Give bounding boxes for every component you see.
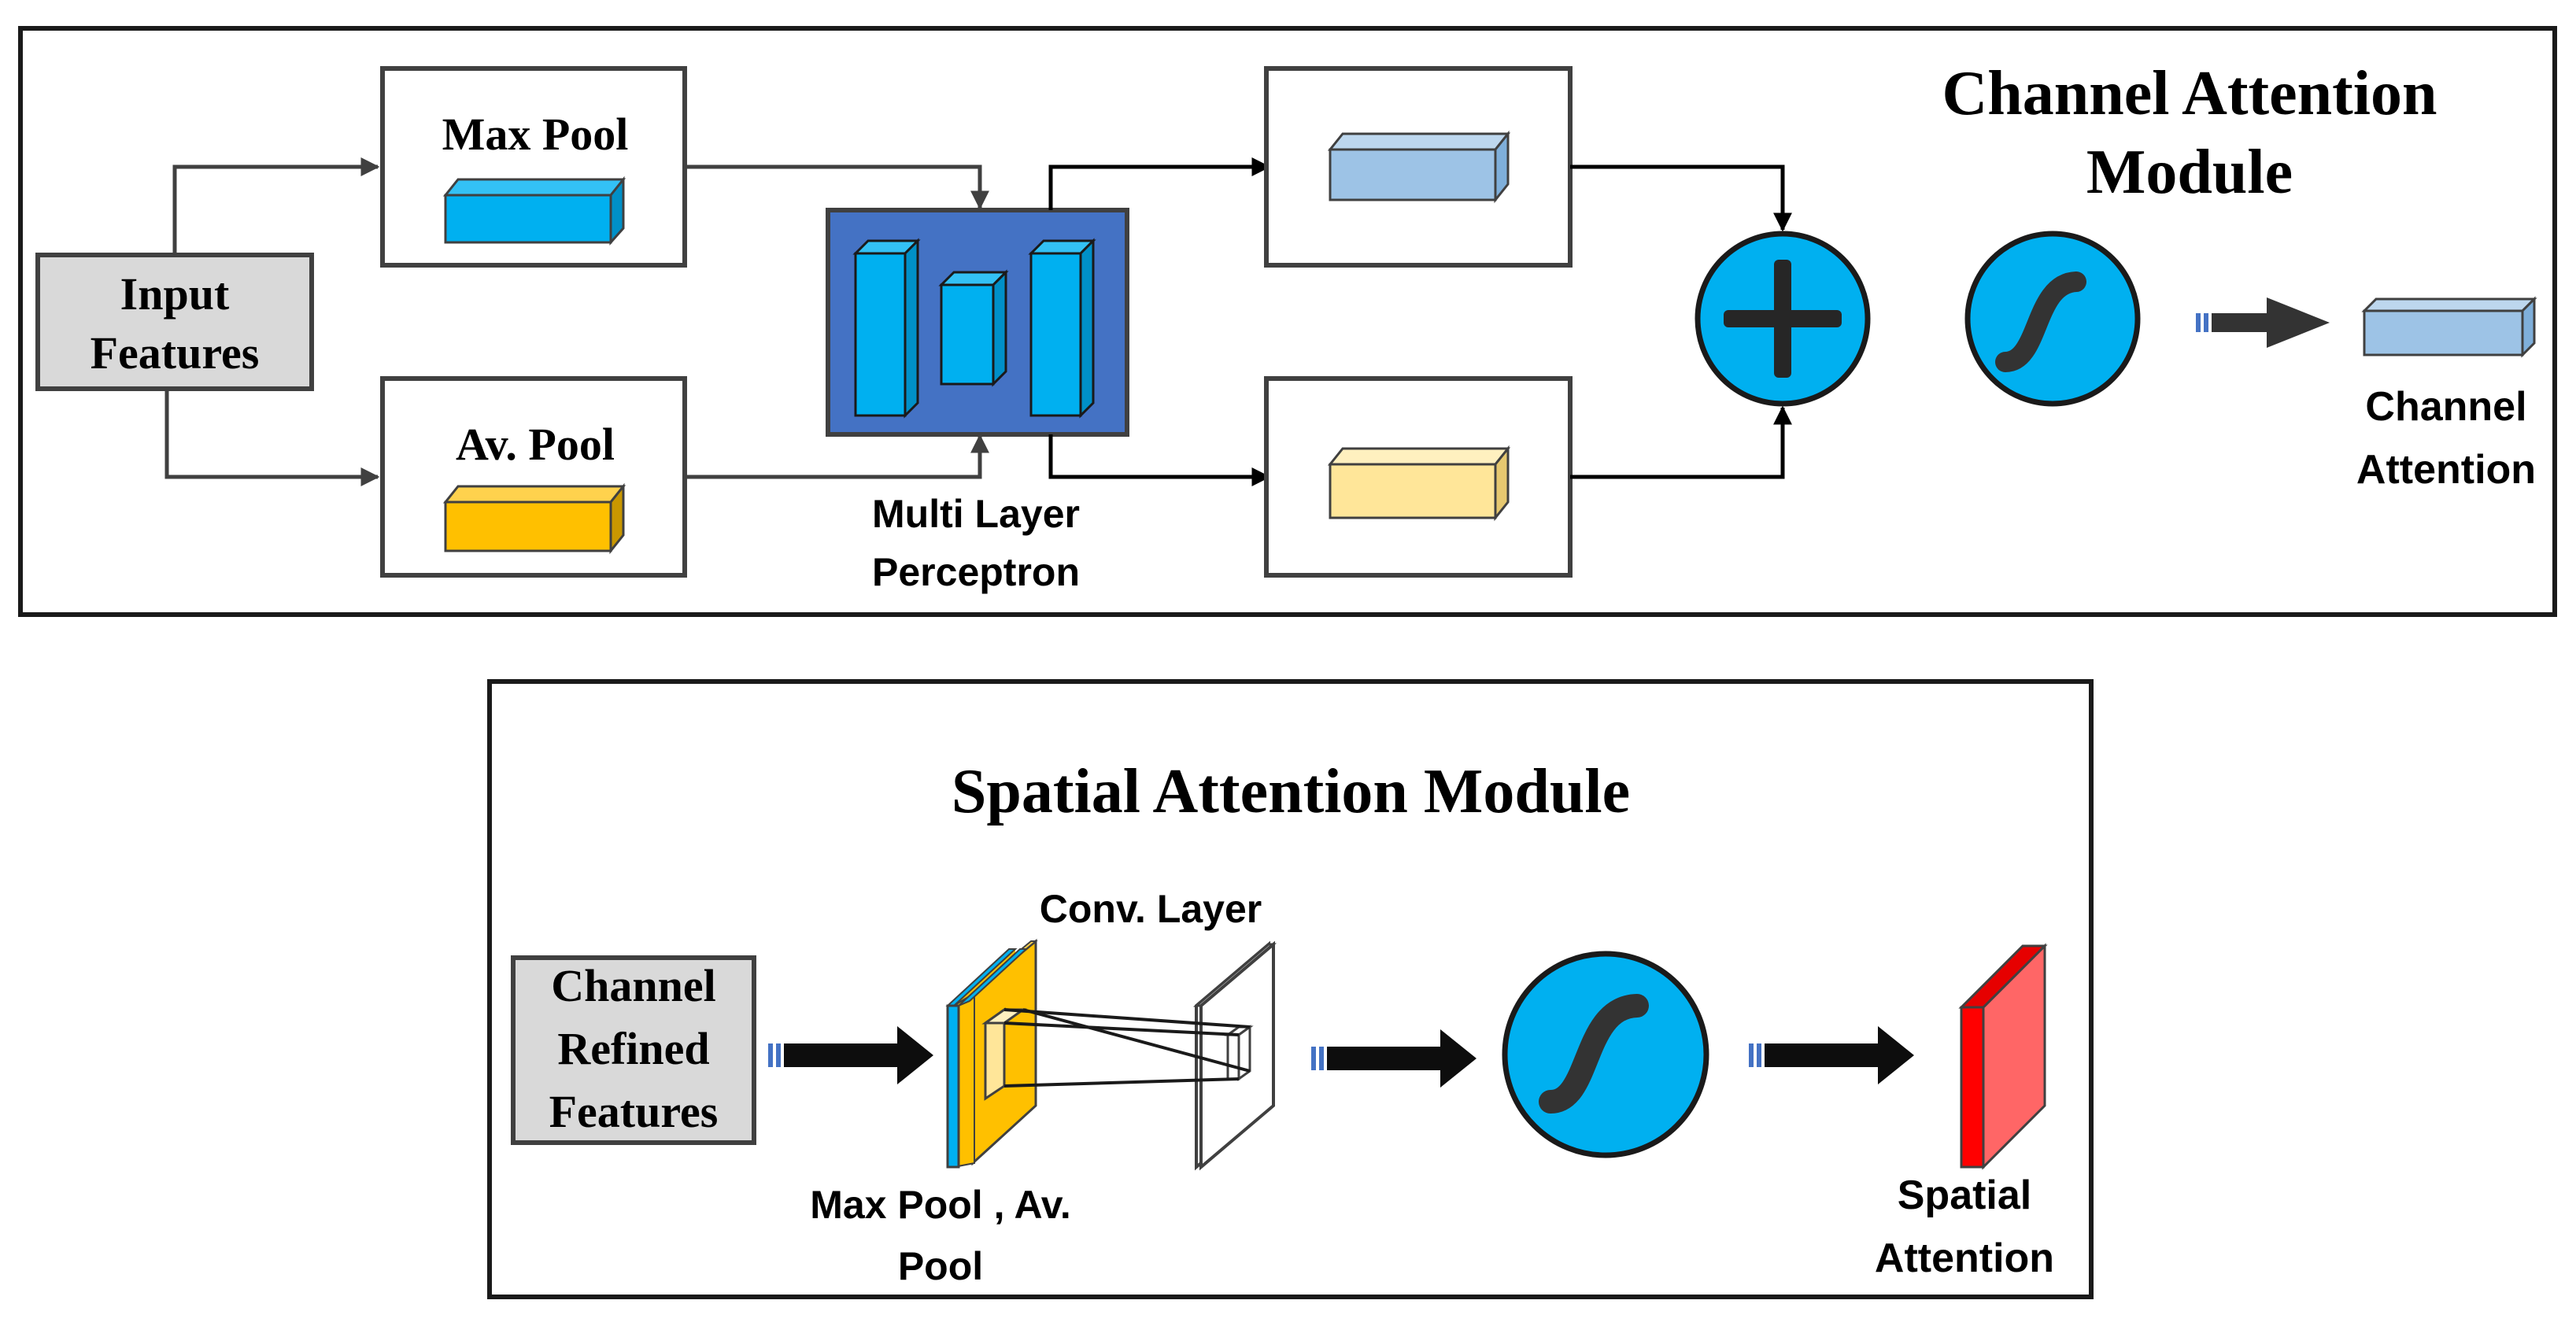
spatial-attention-output-line2: Attention <box>1875 1236 2054 1281</box>
max-pool-feature-cuboid <box>442 175 626 246</box>
spatial-attention-module: Spatial Attention Module Channel Refined… <box>487 679 2094 1299</box>
connector-lower-to-sum <box>1570 405 1792 479</box>
pool-label-line2: Pool <box>898 1244 983 1288</box>
mlp-output-upper-box <box>1264 66 1573 268</box>
sum-icon <box>1695 231 1871 407</box>
max-pool-label: Max Pool <box>442 109 629 160</box>
connector-input-to-maxpool <box>172 157 380 255</box>
sigmoid-icon <box>1964 231 2141 407</box>
mlp-layer-2 <box>938 269 1009 387</box>
conv-layer-label: Conv. Layer <box>1040 887 1262 931</box>
connector-mlp-to-lower-feature <box>1048 434 1271 486</box>
spatial-attention-map <box>1958 943 2048 1170</box>
pool-label-line1: Max Pool , Av. <box>810 1183 1071 1227</box>
input-features-box <box>35 253 314 391</box>
channel-attention-output-line2: Attention <box>2356 447 2536 493</box>
connector-avgpool-to-mlp <box>685 434 989 479</box>
spatial-sigmoid-icon <box>1502 951 1709 1158</box>
spatial-arrow-2-icon <box>1311 1029 1476 1088</box>
spatial-module-title: Spatial Attention Module <box>952 757 1630 826</box>
input-features-line2: Features <box>91 327 260 379</box>
mlp-label-line2: Perceptron <box>872 550 1080 594</box>
channel-output-arrow-icon <box>2196 297 2330 348</box>
channel-refined-features-box <box>511 955 756 1145</box>
conv-layer-plane <box>1192 940 1277 1171</box>
mlp-label-line1: Multi Layer <box>872 492 1080 536</box>
channel-refined-line3: Features <box>549 1086 719 1137</box>
spatial-arrow-1-icon <box>768 1026 933 1084</box>
channel-module-title-line2: Module <box>2086 138 2293 207</box>
channel-attention-output-line1: Channel <box>2365 384 2526 430</box>
channel-module-title-line1: Channel Attention <box>1942 59 2437 128</box>
channel-refined-line2: Refined <box>557 1023 709 1074</box>
mlp-layer-1 <box>852 238 921 419</box>
avg-pool-feature-cuboid <box>442 482 626 555</box>
connector-maxpool-to-mlp <box>685 164 989 210</box>
spatial-arrow-3-icon <box>1749 1026 1914 1084</box>
mlp-output-upper-cuboid <box>1327 130 1511 204</box>
input-features-line1: Input <box>120 268 230 319</box>
channel-attention-output-cuboid <box>2361 296 2537 358</box>
connector-upper-to-sum <box>1570 164 1792 232</box>
conv-projection-lines <box>1003 1008 1251 1088</box>
connector-input-to-avgpool <box>164 389 380 486</box>
connector-mlp-to-upper-feature <box>1048 157 1271 210</box>
spatial-module-frame <box>487 679 2094 1299</box>
avg-pool-label: Av. Pool <box>456 419 615 470</box>
mlp-layer-3 <box>1028 238 1096 419</box>
spatial-attention-output-line1: Spatial <box>1898 1173 2032 1218</box>
mlp-output-lower-cuboid <box>1327 445 1511 522</box>
channel-attention-module: Channel Attention Module Input Features … <box>18 26 2557 617</box>
channel-refined-line1: Channel <box>551 960 716 1011</box>
